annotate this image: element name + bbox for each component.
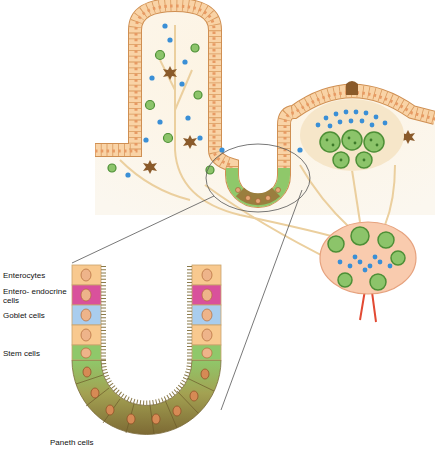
cell-label: Stem cells [3,349,67,358]
cell-label: Paneth cells [50,438,130,447]
cell-label: Goblet cells [3,311,67,320]
epithelium-nuclei [95,6,435,202]
cell-label: Entero- endocrine cells [3,287,67,305]
m-cell [346,81,358,95]
crypt-stem-cells [232,168,284,201]
epithelium-cell-borders [95,5,435,201]
immune-cells [108,23,415,177]
epithelium-outline [95,5,435,201]
crypt-nuclei [236,188,281,204]
tissue-ground [95,5,435,215]
lymph-node [320,222,416,322]
cell-label: Enterocytes [3,271,67,280]
epithelium [95,5,435,201]
peyers-patch [300,99,404,171]
crypt-inset [72,265,221,435]
